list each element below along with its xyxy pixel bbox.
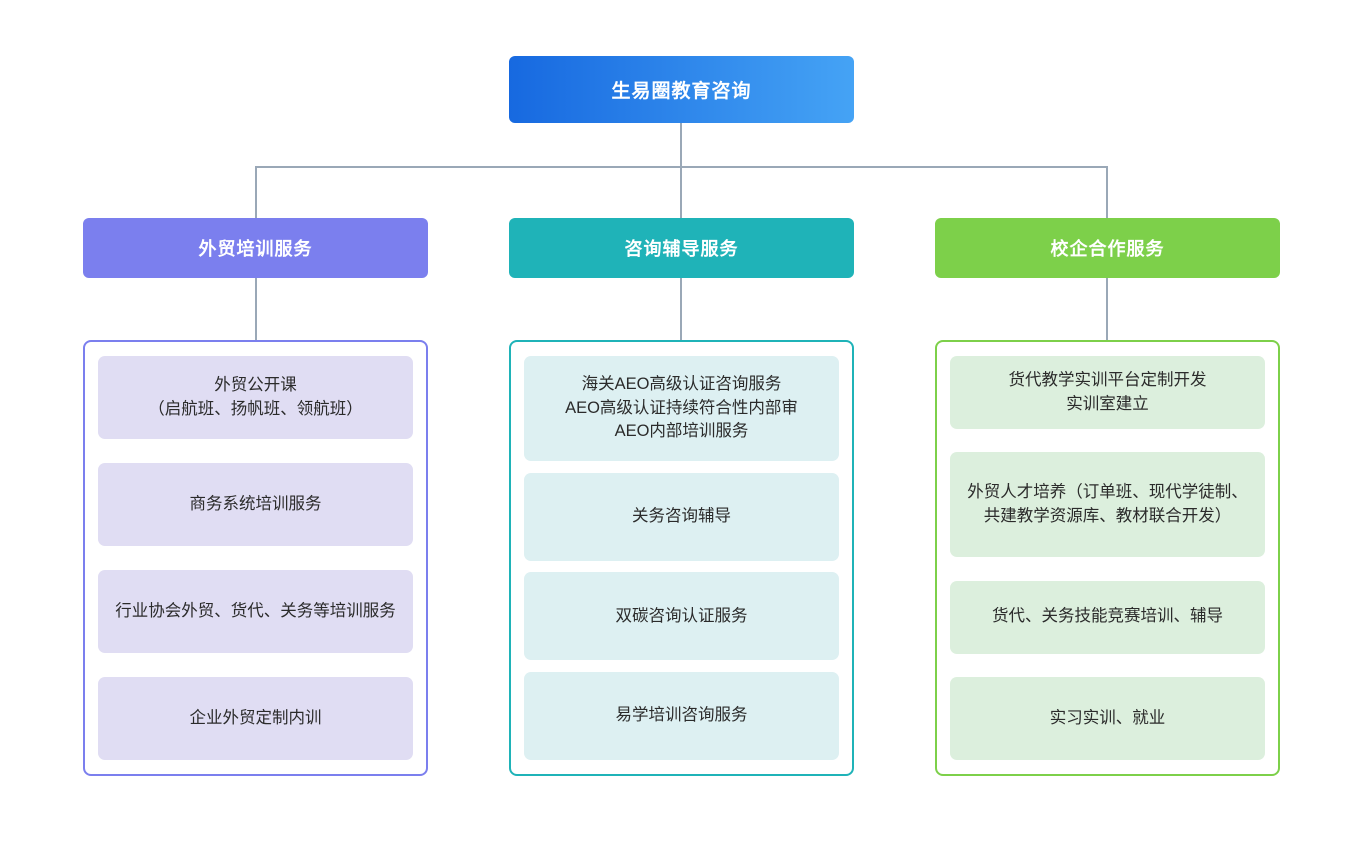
service-card[interactable]: 商务系统培训服务 (98, 463, 413, 546)
root-node[interactable]: 生易圈教育咨询 (509, 56, 854, 123)
branch-header-label: 咨询辅导服务 (624, 239, 739, 259)
service-card[interactable]: 行业协会外贸、货代、关务等培训服务 (98, 570, 413, 653)
connector-root-stub (680, 123, 682, 167)
service-card[interactable]: 关务咨询辅导 (524, 472, 839, 561)
root-node-label: 生易圈教育咨询 (611, 81, 752, 102)
branch-header-training[interactable]: 外贸培训服务 (83, 218, 428, 278)
connector-drop-branch-1 (255, 166, 257, 218)
service-card[interactable]: 海关AEO高级认证咨询服务 AEO高级认证持续符合性内部审 AEO内部培训服务 (524, 356, 839, 461)
connector-header-body-2 (680, 278, 682, 340)
branch-header-consulting[interactable]: 咨询辅导服务 (509, 218, 854, 278)
branch-body-training: 外贸公开课 （启航班、扬帆班、领航班） 商务系统培训服务 行业协会外贸、货代、关… (83, 340, 428, 776)
branch-column-school-enterprise: 校企合作服务 货代教学实训平台定制开发 实训室建立 外贸人才培养（订单班、现代学… (935, 218, 1280, 776)
service-card[interactable]: 双碳咨询认证服务 (524, 572, 839, 661)
connector-drop-branch-3 (1106, 166, 1108, 218)
service-card[interactable]: 外贸人才培养（订单班、现代学徒制、共建教学资源库、教材联合开发） (950, 452, 1265, 558)
service-card[interactable]: 货代教学实训平台定制开发 实训室建立 (950, 356, 1265, 429)
branch-column-consulting: 咨询辅导服务 海关AEO高级认证咨询服务 AEO高级认证持续符合性内部审 AEO… (509, 218, 854, 776)
branch-body-school-enterprise: 货代教学实训平台定制开发 实训室建立 外贸人才培养（订单班、现代学徒制、共建教学… (935, 340, 1280, 776)
connector-header-body-3 (1106, 278, 1108, 340)
connector-header-body-1 (255, 278, 257, 340)
branch-column-training: 外贸培训服务 外贸公开课 （启航班、扬帆班、领航班） 商务系统培训服务 行业协会… (83, 218, 428, 776)
branch-header-label: 外贸培训服务 (198, 239, 313, 259)
branch-body-consulting: 海关AEO高级认证咨询服务 AEO高级认证持续符合性内部审 AEO内部培训服务 … (509, 340, 854, 776)
service-card[interactable]: 企业外贸定制内训 (98, 677, 413, 760)
service-card[interactable]: 实习实训、就业 (950, 676, 1265, 760)
service-card[interactable]: 易学培训咨询服务 (524, 671, 839, 760)
service-card[interactable]: 货代、关务技能竞赛培训、辅导 (950, 580, 1265, 654)
service-card[interactable]: 外贸公开课 （启航班、扬帆班、领航班） (98, 356, 413, 439)
branch-header-label: 校企合作服务 (1050, 239, 1165, 259)
branch-header-school-enterprise[interactable]: 校企合作服务 (935, 218, 1280, 278)
connector-drop-branch-2 (680, 166, 682, 218)
